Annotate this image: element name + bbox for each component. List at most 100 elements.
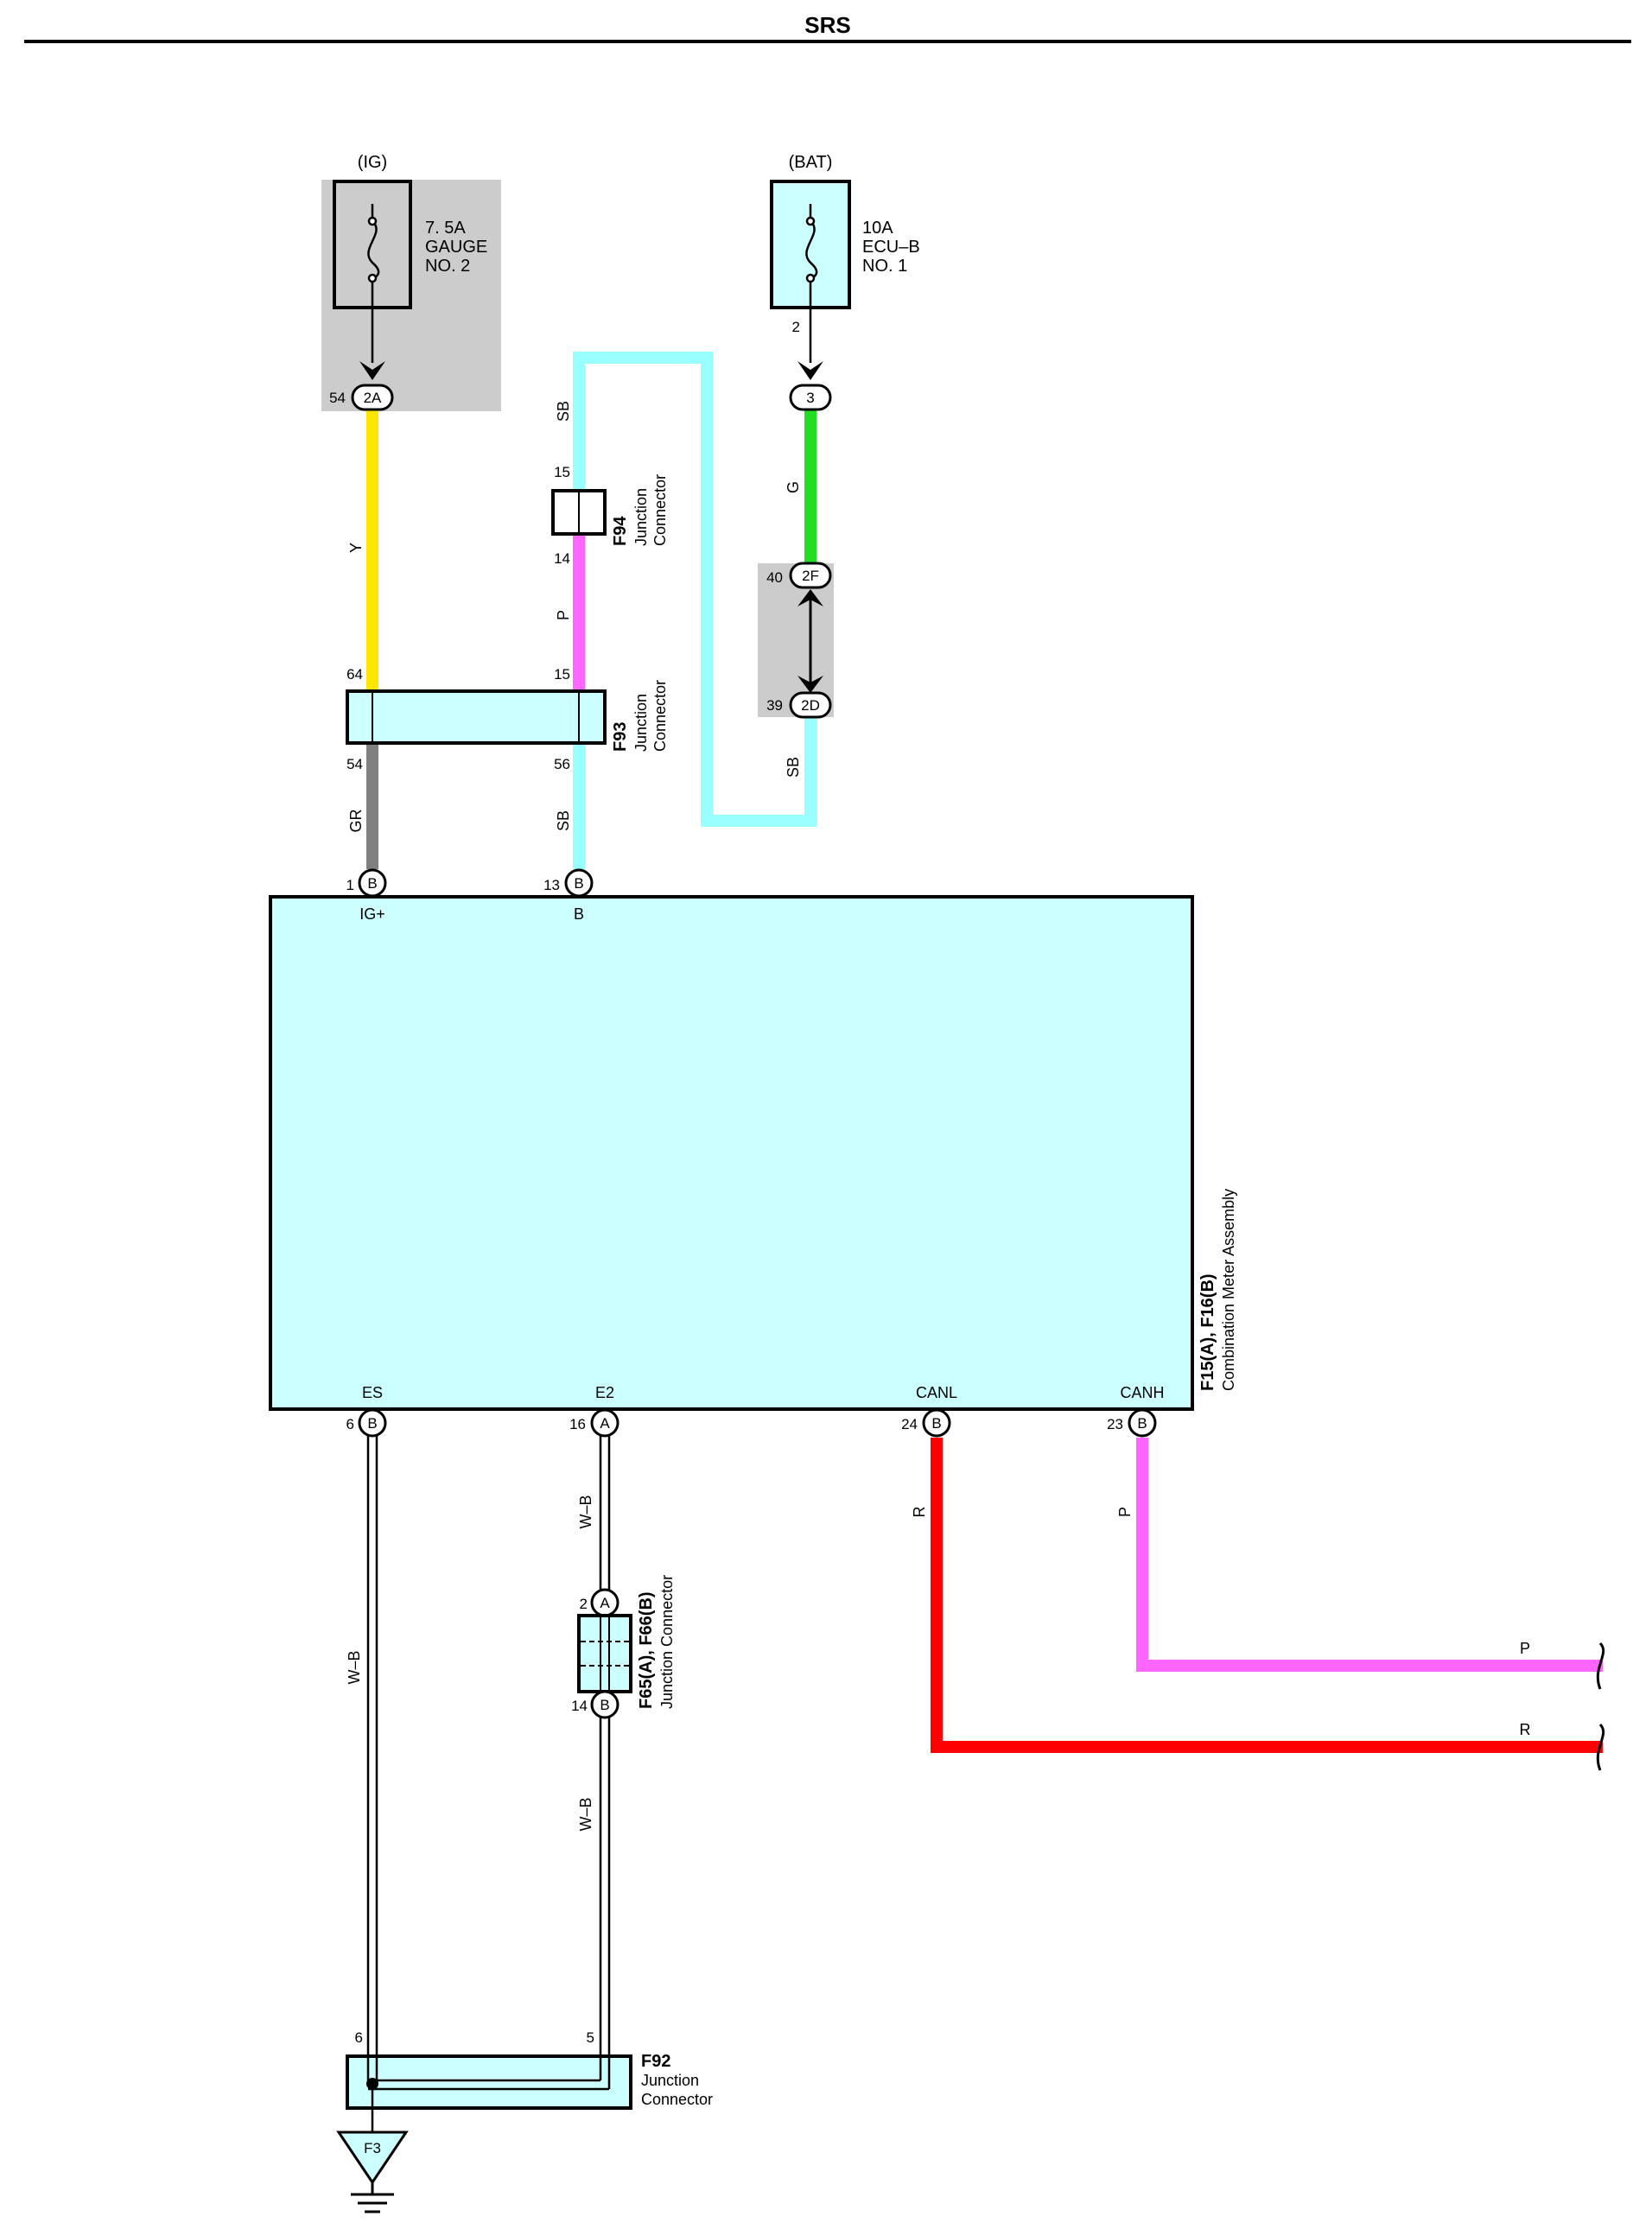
meter-id: F15(A), F16(B) xyxy=(1198,1273,1217,1391)
wire-label-r-h: R xyxy=(1520,1721,1531,1738)
f93-box xyxy=(346,689,607,745)
fuse-ecu-icon xyxy=(805,204,818,363)
meter-pin-6 xyxy=(358,1408,387,1438)
f94-id: F94 xyxy=(611,516,630,546)
meter-pin-1-num: 1 xyxy=(346,877,354,893)
inline-junction-icon xyxy=(797,589,823,693)
wire-wb-left xyxy=(366,1436,378,2056)
pin-f66-bottom-conn: B xyxy=(600,1697,609,1713)
pin-f93-bl: 54 xyxy=(346,756,363,772)
f92-box xyxy=(346,2054,632,2110)
fuse-gauge-source: (IG) xyxy=(358,153,387,172)
wire-p-lower xyxy=(1136,1438,1603,1672)
meter-pin-6-num: 6 xyxy=(346,1416,354,1432)
pin-f93-tr: 15 xyxy=(554,666,570,683)
f92-id: F92 xyxy=(641,2052,670,2071)
meter-pin-13-num: 13 xyxy=(543,877,560,893)
meter-pin-ig-label: IG+ xyxy=(359,905,385,923)
meter-pin-13-conn: B xyxy=(574,875,583,892)
ground-id: F3 xyxy=(364,2140,381,2156)
meter-pin-es-label: ES xyxy=(362,1384,383,1401)
wire-sb-loop xyxy=(573,352,816,827)
fuse-ecu-name: ECU–B xyxy=(862,238,920,257)
pin-f66-bottom-num: 14 xyxy=(571,1698,588,1714)
wire-label-sb-right: SB xyxy=(785,757,802,778)
pin-f65-top-conn: A xyxy=(600,1595,610,1611)
wire-label-wb-left: W–B xyxy=(346,1650,363,1684)
connector-2a-label: 2A xyxy=(364,390,382,406)
pin-2d-num: 39 xyxy=(766,697,783,714)
ground-triangle xyxy=(336,2131,409,2185)
fuse-ecu-source: (BAT) xyxy=(789,153,833,172)
meter-pin-24 xyxy=(922,1408,951,1438)
meter-name: Combination Meter Assembly xyxy=(1220,1189,1237,1391)
meter-pin-23-conn: B xyxy=(1137,1415,1147,1432)
f92-line2: Connector xyxy=(641,2091,713,2108)
connector-2d-label: 2D xyxy=(801,697,820,714)
wire-label-gr: GR xyxy=(347,809,365,832)
page-title: SRS xyxy=(804,12,850,38)
meter-pin-6-conn: B xyxy=(367,1415,377,1432)
f93-line2: Connector xyxy=(651,680,669,752)
inline-connector-shade xyxy=(758,563,834,717)
connector-3-label: 3 xyxy=(806,390,814,406)
meter-pin-23 xyxy=(1128,1408,1157,1438)
connector-3 xyxy=(789,384,832,411)
ground-icon xyxy=(351,2182,394,2213)
meter-pin-23-num: 23 xyxy=(1107,1416,1123,1432)
pin-f92-left: 6 xyxy=(355,2029,363,2046)
meter-pin-16-num: 16 xyxy=(569,1416,586,1432)
wire-r xyxy=(931,1438,1603,1753)
meter-pin-canh-label: CANH xyxy=(1120,1384,1164,1401)
pin-f94-bottom: 14 xyxy=(554,550,570,567)
pin-f65-top-num: 2 xyxy=(580,1596,588,1612)
wire-label-g: G xyxy=(785,481,802,493)
pin-gauge-num: 54 xyxy=(329,390,346,406)
fuse-gauge-rating: 7. 5A xyxy=(425,219,466,238)
f65-f66-box xyxy=(577,1614,632,1693)
pin-f66-bottom xyxy=(590,1690,620,1719)
arrow-ecu-icon xyxy=(797,361,823,380)
meter-pin-e2-label: E2 xyxy=(595,1384,614,1401)
f92-internal xyxy=(366,2056,611,2143)
wire-label-wb-upper: W–B xyxy=(577,1495,594,1528)
f92-splice-dot xyxy=(366,2078,378,2090)
f94-line1: Junction xyxy=(632,488,650,546)
wire-label-r-vert: R xyxy=(911,1507,928,1518)
meter-pin-b-label: B xyxy=(574,905,584,923)
meter-pin-24-num: 24 xyxy=(901,1416,918,1432)
wire-break-p-icon xyxy=(1596,1642,1605,1690)
arrow-gauge-icon xyxy=(359,361,385,380)
pin-f93-tl: 64 xyxy=(346,666,363,683)
pin-f93-br: 56 xyxy=(554,756,570,772)
meter-pin-1-conn: B xyxy=(367,875,377,892)
wire-label-p-upper: P xyxy=(555,610,572,620)
meter-pin-canl-label: CANL xyxy=(916,1384,957,1401)
pin-f94-top: 15 xyxy=(554,464,570,480)
wire-label-p-vert: P xyxy=(1116,1507,1134,1517)
meter-pin-24-conn: B xyxy=(931,1415,941,1432)
wire-label-y: Y xyxy=(347,543,365,553)
connector-2f-label: 2F xyxy=(802,568,819,584)
fuse-gauge-icon xyxy=(367,204,380,363)
f65-f66-id: F65(A), F66(B) xyxy=(637,1591,656,1709)
wire-label-p-h: P xyxy=(1520,1640,1530,1657)
wire-wb-upper xyxy=(599,1436,611,1591)
fuse-ecu-rating: 10A xyxy=(862,219,893,238)
f93-line1: Junction xyxy=(632,694,650,752)
meter-pin-16 xyxy=(590,1408,620,1438)
wire-break-r-icon xyxy=(1596,1723,1605,1771)
f92-line1: Junction xyxy=(641,2072,699,2089)
pin-f92-right: 5 xyxy=(587,2029,594,2046)
wire-label-sb-mid: SB xyxy=(555,810,572,831)
f65-f66-name: Junction Connector xyxy=(658,1575,676,1709)
f65-f66-internal xyxy=(581,1616,629,1692)
f94-line2: Connector xyxy=(651,474,669,546)
f93-id: F93 xyxy=(611,722,630,752)
fuse-ecu-no: NO. 1 xyxy=(862,257,907,276)
pin-2f-num: 40 xyxy=(766,569,783,586)
fuse-gauge-name: GAUGE xyxy=(425,238,487,257)
combination-meter-box xyxy=(269,895,1194,1411)
wire-label-wb-lower: W–B xyxy=(577,1797,594,1831)
